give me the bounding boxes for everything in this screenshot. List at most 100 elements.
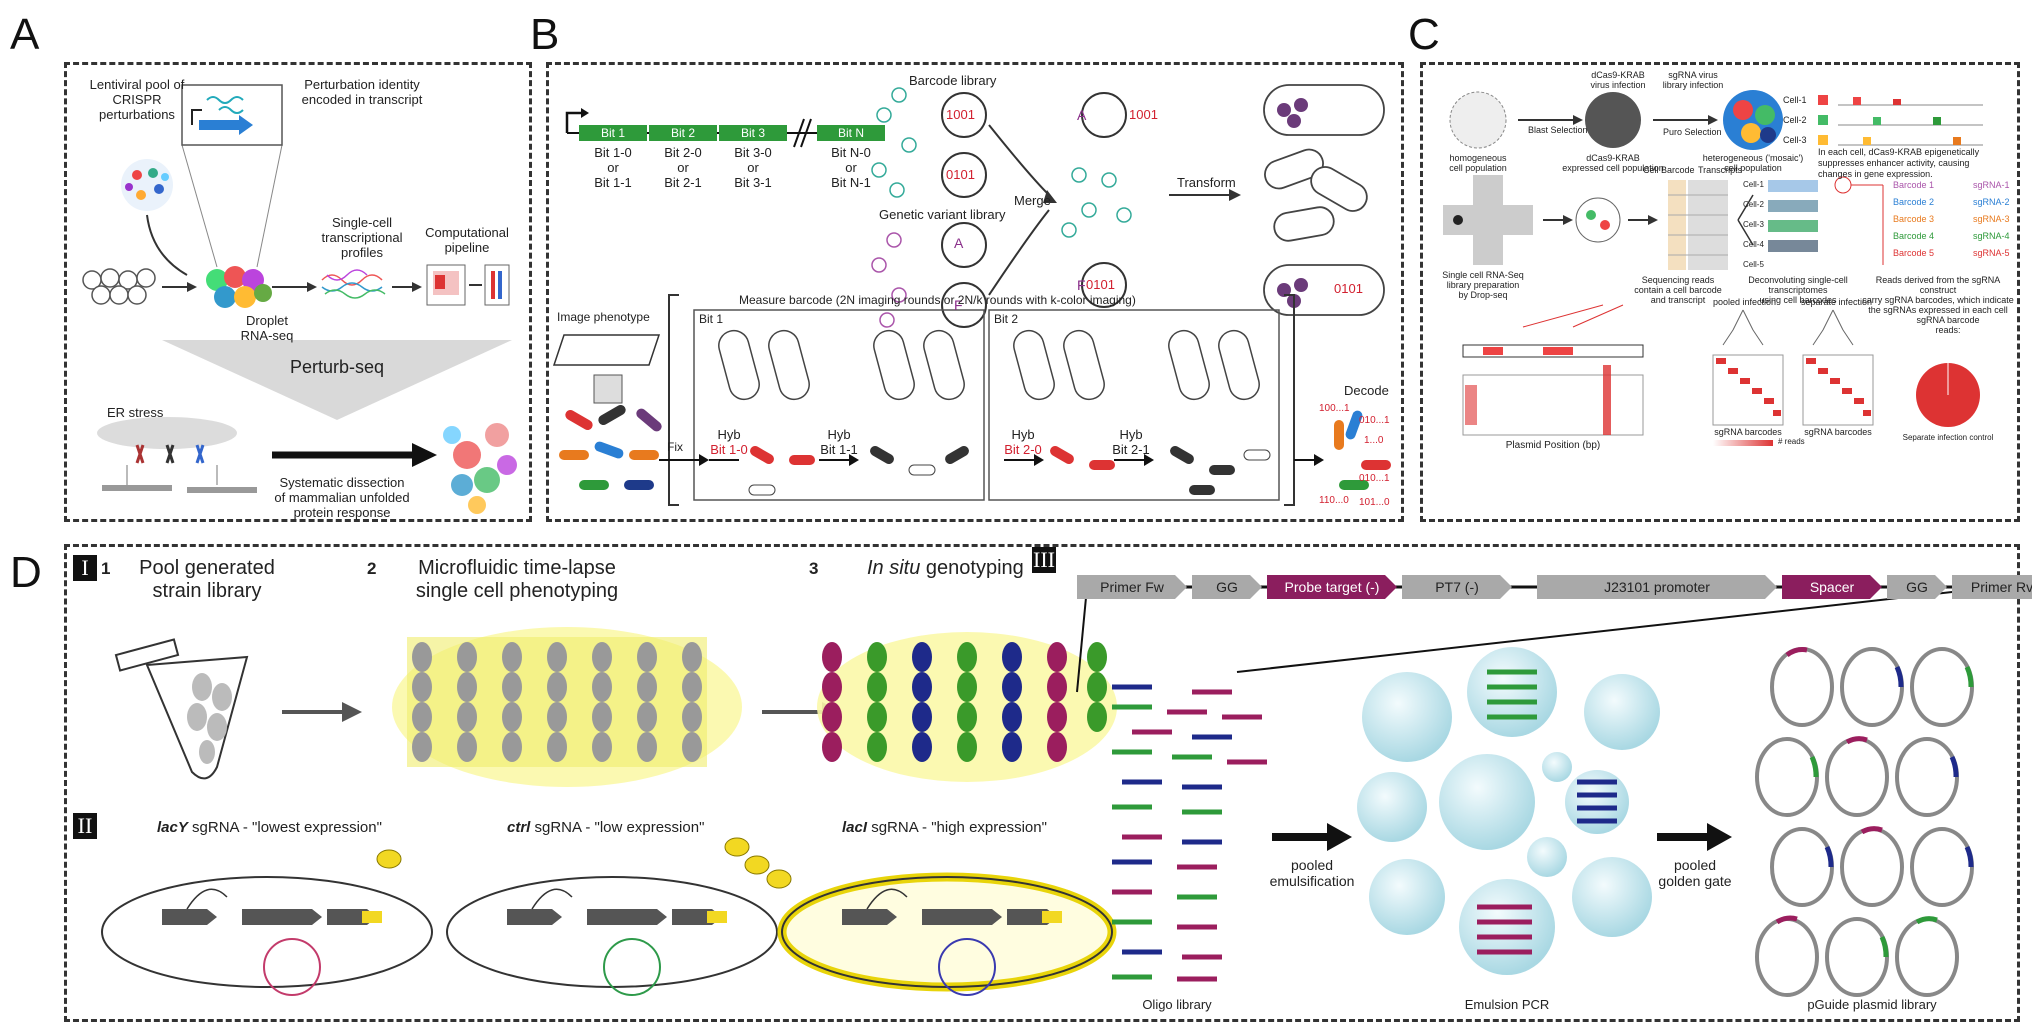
sequencing-reads-icon <box>1668 180 1728 270</box>
cell-row-4: Cell-4 <box>1743 240 1764 249</box>
in-situ-chip <box>822 642 1107 762</box>
cell-row-1: Cell-1 <box>1743 180 1764 189</box>
construct-segment: GG <box>1887 575 1947 599</box>
section-iii-badge: III <box>1032 547 1056 573</box>
cell-3-label: Cell-3 <box>1783 135 1807 145</box>
tube-icon <box>114 638 249 780</box>
construct-segment: GG <box>1192 575 1262 599</box>
infection-tree-icons <box>1722 309 1854 346</box>
oligo-library-label: Oligo library <box>1142 997 1212 1012</box>
deconvolution-icon <box>1768 180 1818 252</box>
barcode-library-icon <box>871 87 917 198</box>
blast-selection-label: Blast Selection <box>1528 125 1588 135</box>
droplet-rnaseq-label: Droplet RNA-seq <box>240 313 294 343</box>
transform-label: Transform <box>1177 175 1236 190</box>
decode-code-1: 100...1 <box>1319 403 1350 414</box>
infected-cells-icon <box>206 266 272 308</box>
panel-b-graphics <box>552 84 1391 506</box>
heterogeneous-label: heterogeneous ('mosaic') cell population <box>1702 153 1804 173</box>
step-3-label: In situ genotyping <box>867 557 1024 580</box>
pooled-emulsification-label: pooled emulsification <box>1269 857 1355 889</box>
pooled-infection-label: pooled infection <box>1713 297 1777 307</box>
merge-label: Merge <box>1014 193 1051 208</box>
cell-row-2: Cell-2 <box>1743 200 1764 209</box>
panel-c-graphics <box>1443 90 1983 446</box>
cell-2-label: Cell-2 <box>1783 115 1807 125</box>
panel-d: I II III 1 Pool generated strain library… <box>64 544 2020 1022</box>
deconvoluting-label: Deconvoluting single-cell transcriptomes… <box>1748 275 1848 305</box>
panel-d-graphics <box>101 585 1998 997</box>
panel-letter-b: B <box>530 10 560 59</box>
reads-legend-label: # reads <box>1778 437 1805 446</box>
separate-infection-label: separate infection <box>1801 297 1873 307</box>
perturb-seq-label: Perturb-seq <box>289 357 385 377</box>
step-3-number: 3 <box>809 559 819 578</box>
perturbation-identity-label: Perturbation identity encoded in transcr… <box>301 77 423 107</box>
emulsion-bubbles <box>1357 647 1660 975</box>
decode-label: Decode <box>1344 383 1389 398</box>
bacteria-icons <box>1263 84 1385 316</box>
perturb-seq-funnel <box>162 340 512 420</box>
sgrna-1-label: sgRNA-1 <box>1973 180 2010 190</box>
systematic-dissection-label: Systematic dissection of mammalian unfol… <box>274 475 410 520</box>
step-1-number: 1 <box>101 559 111 578</box>
er-stress-label: ER stress <box>107 405 164 420</box>
construct-segment: J23101 promoter <box>1537 575 1777 599</box>
step-2-number: 2 <box>367 559 377 578</box>
code-1001-a: 1001 <box>946 107 975 122</box>
cell-row-3: Cell-3 <box>1743 220 1764 229</box>
ctrl-sgrna-label: ctrl sgRNA - "low expression" <box>507 819 705 836</box>
cell-population-icons <box>1449 90 1783 150</box>
computational-pipeline-label: Computational pipeline <box>425 225 509 255</box>
lentiviral-pool-icon <box>121 159 173 211</box>
transcription-profile-icon <box>321 269 386 299</box>
plasmid-library-icon <box>1755 647 1974 997</box>
code-0101-c: 0101 <box>1334 281 1363 296</box>
genetic-variant-library-label: Genetic variant library <box>879 207 1006 222</box>
computational-pipeline-icon <box>426 264 510 306</box>
cell-clusters-icon <box>443 423 517 514</box>
dcas9-virus-label: dCas9-KRAB virus infection <box>1590 70 1646 90</box>
decode-code-2: 010...1 <box>1359 415 1390 426</box>
step-1-label: Pool generated strain library <box>139 557 275 602</box>
bit-1-label: Bit 1 <box>600 126 625 140</box>
code-0101-b: 0101 <box>1086 277 1115 292</box>
pooled-golden-gate-label: pooled golden gate <box>1658 857 1732 889</box>
barcode-4-label: Barcode 4 <box>1893 231 1935 241</box>
code-1001-b: 1001 <box>1129 107 1158 122</box>
sgrna-2-label: sgRNA-2 <box>1973 197 2010 207</box>
pguide-library-label: pGuide plasmid library <box>1807 997 1937 1012</box>
gene-expression-tracks <box>1818 95 1983 146</box>
separate-control-label: Separate infection control <box>1902 433 1994 442</box>
single-cell-profiles-label: Single-cell transcriptional profiles <box>321 215 403 260</box>
er-stress-icon <box>97 417 257 493</box>
construct-segment: Probe target (-) <box>1267 575 1397 599</box>
image-phenotype-label: Image phenotype <box>557 310 650 324</box>
cell-row-5: Cell-5 <box>1743 260 1764 269</box>
cell-1-label: Cell-1 <box>1783 95 1807 105</box>
construct-segment: Primer Fw <box>1077 575 1187 599</box>
barcode-3-label: Barcode 3 <box>1893 214 1935 224</box>
sgrna-3-label: sgRNA-3 <box>1973 214 2010 224</box>
step-2-label: Microfluidic time-lapse single cell phen… <box>415 557 619 602</box>
bit-2-panel-label: Bit 2 <box>994 312 1019 326</box>
panel-letter-d: D <box>10 548 42 597</box>
variant-f-1: F <box>954 297 963 313</box>
epigenetic-label: In each cell, dCas9-KRAB epigenetically … <box>1818 147 1980 179</box>
panel-a-graphics <box>82 84 517 514</box>
decode-code-4: 010...1 <box>1359 473 1390 484</box>
plasmid-position-label: Plasmid Position (bp) <box>1505 440 1601 451</box>
lentiviral-pool-label: Lentiviral pool of CRISPR perturbations <box>89 77 185 122</box>
sgrna-barcodes-label-1: sgRNA barcodes <box>1714 427 1782 437</box>
barcode-2-label: Barcode 2 <box>1893 197 1935 207</box>
panel-c: dCas9-KRAB virus infection Blast Selecti… <box>1420 62 2020 522</box>
transcripts-label: Transcripts <box>1698 165 1743 175</box>
reads-derived-label: Reads derived from the sgRNA construct c… <box>1862 275 2014 315</box>
